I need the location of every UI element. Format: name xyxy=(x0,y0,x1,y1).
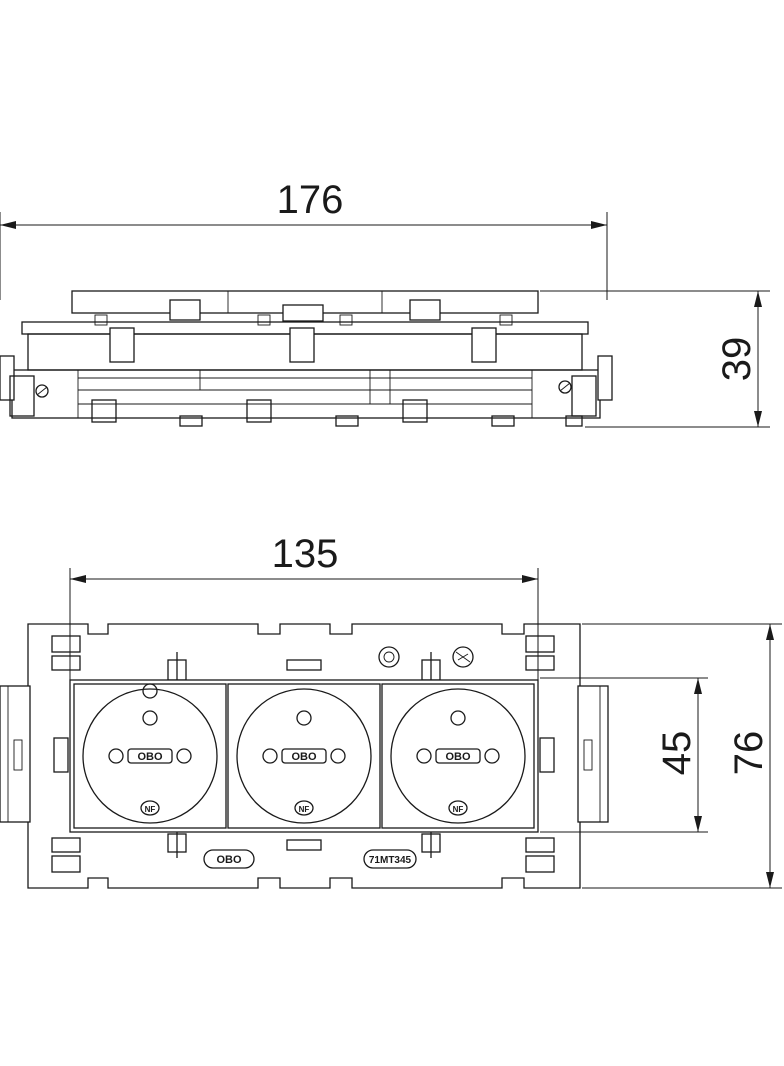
dimension-45-label: 45 xyxy=(655,731,699,776)
side-view: 176 39 xyxy=(0,178,770,428)
side-body xyxy=(0,290,613,427)
dimension-45: 45 xyxy=(540,677,708,833)
socket-hole-left xyxy=(262,748,278,764)
socket-hole-left xyxy=(108,748,124,764)
socket-1-nf: NF xyxy=(145,805,156,814)
socket-hole-right xyxy=(330,748,346,764)
dimension-135: 135 xyxy=(69,532,539,680)
dimension-76-label: 76 xyxy=(727,731,771,776)
front-view: 135 45 76 xyxy=(0,532,782,889)
socket-hole-right xyxy=(484,748,500,764)
socket-1-logo: OBO xyxy=(137,751,163,763)
socket-hole-right xyxy=(176,748,192,764)
socket-3-logo: OBO xyxy=(445,751,471,763)
dimension-176: 176 xyxy=(0,178,608,300)
socket-1-pin xyxy=(142,710,158,726)
socket-3-pin xyxy=(450,710,466,726)
bottom-markings: OBO 71MT345 xyxy=(203,849,417,869)
socket-2-pin xyxy=(296,710,312,726)
article-code: 71MT345 xyxy=(369,855,412,866)
socket-2-nf: NF xyxy=(299,805,310,814)
earth-pin xyxy=(142,683,158,699)
socket-1: OBO NF xyxy=(73,683,227,829)
socket-2-logo: OBO xyxy=(291,751,317,763)
socket-hole-left xyxy=(416,748,432,764)
mounting-plate xyxy=(0,623,609,889)
dimension-39-label: 39 xyxy=(715,337,759,382)
socket-2: OBO NF xyxy=(227,683,381,829)
obo-logo: OBO xyxy=(216,854,242,866)
socket-3-nf: NF xyxy=(453,805,464,814)
dimension-135-label: 135 xyxy=(272,532,339,576)
socket-3: OBO NF xyxy=(381,683,535,829)
dimension-39: 39 xyxy=(540,290,770,428)
dimension-76: 76 xyxy=(582,623,782,889)
dimension-176-label: 176 xyxy=(277,178,344,222)
